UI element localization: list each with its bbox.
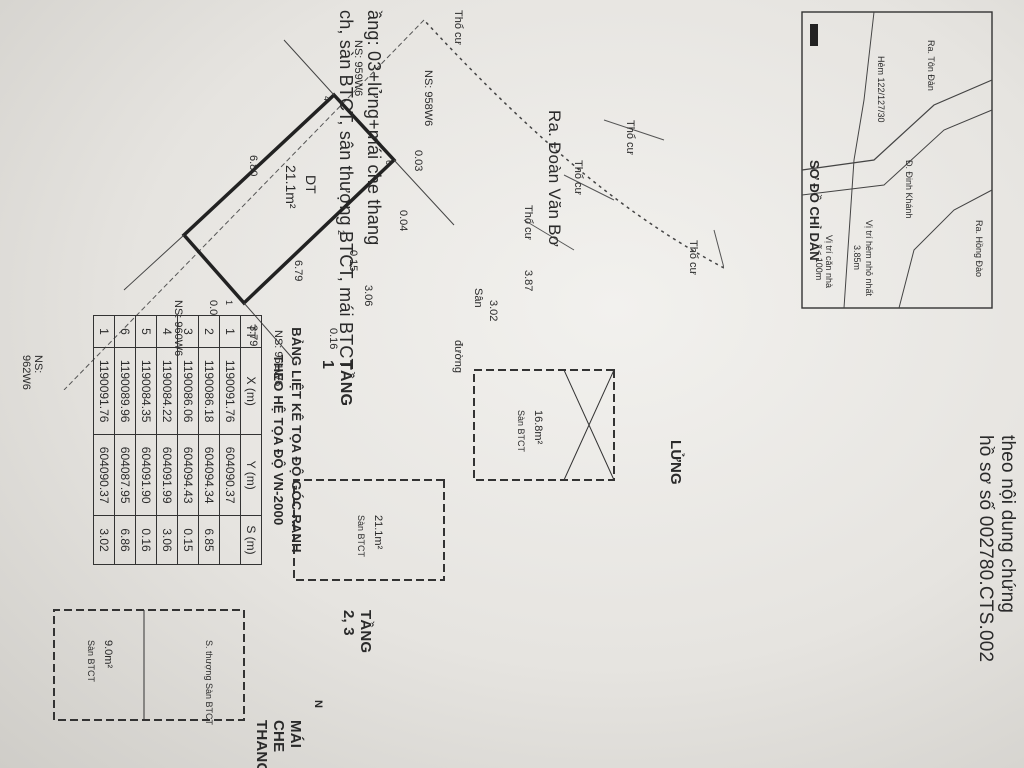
coord-cell-y: 604087.95 bbox=[114, 434, 136, 516]
guide-map-title: SƠ ĐỒ CHỈ DẪN bbox=[807, 160, 822, 261]
dim-003: 0.03 bbox=[412, 150, 424, 172]
neighbor-958: NS: 958W6 bbox=[422, 70, 434, 127]
coord-cell-x: 1190089.96 bbox=[114, 347, 136, 435]
col-tt: TT bbox=[240, 315, 262, 348]
coord-cell-x: 1190084.22 bbox=[156, 347, 178, 435]
alley-width: 3.85m bbox=[852, 245, 862, 271]
dim-004: 0.04 bbox=[397, 210, 409, 232]
tang23-label: TẦNG 2, 3 bbox=[340, 610, 374, 654]
floor-tang23: 21.1m² Sàn BTCT TẦNG 2, 3 bbox=[264, 460, 464, 653]
coord-cell-tt: 4 bbox=[156, 315, 178, 348]
coord-cell-y: 604094.34 bbox=[198, 434, 220, 516]
coord-cell-s: 3.02 bbox=[93, 515, 115, 565]
guide-map-drawing bbox=[801, 11, 993, 309]
north-arrow: N bbox=[312, 700, 324, 708]
header-line1: theo nội dung chứng bbox=[997, 435, 1018, 614]
dim-306: 3.06 bbox=[362, 285, 374, 307]
guide-map: Ra. Hồng Đào Đ. Đinh Khánh Ra. Tôn Đản H… bbox=[799, 10, 994, 310]
coord-table-header: TT X (m) Y (m) S (m) bbox=[240, 315, 262, 565]
col-s: S (m) bbox=[240, 515, 262, 565]
land-use-5: Thổ cư bbox=[452, 10, 464, 45]
area-value: 21.1m² bbox=[283, 165, 299, 209]
mai-label: MÁI CHE THANG bbox=[253, 720, 304, 768]
col-x: X (m) bbox=[240, 347, 262, 435]
dim-302: 3.02 bbox=[487, 300, 499, 322]
coord-table-title-1: BẢNG LIỆT KÊ TỌA ĐỘ GÓC RANH bbox=[289, 327, 304, 553]
coord-cell-y: 604090.37 bbox=[93, 434, 115, 516]
coord-cell-x: 1190086.18 bbox=[198, 347, 220, 435]
mai-area: 9.0m² bbox=[102, 640, 114, 669]
coord-cell-tt: 1 bbox=[219, 315, 241, 348]
coord-cell-y: 604094.43 bbox=[177, 434, 199, 516]
area-label: DT bbox=[303, 175, 319, 194]
house-position: Vị trí căn nhà bbox=[824, 235, 834, 289]
land-use-1: Thổ cư bbox=[624, 120, 636, 155]
coord-table-title-2: THEO HỆ TỌA ĐỘ VN-2000 bbox=[271, 354, 286, 526]
corner-6: 6 bbox=[384, 160, 394, 166]
lung-slab: Sàn BTCT bbox=[516, 410, 526, 453]
tang23-area: 21.1m² bbox=[372, 515, 384, 550]
coord-cell-s: 6.86 bbox=[114, 515, 136, 565]
coord-cell-tt: 6 bbox=[114, 315, 136, 348]
road-dinh-khanh: Đ. Đinh Khánh bbox=[904, 160, 914, 219]
coord-cell-y: 604090.37 bbox=[219, 434, 241, 516]
floor-lung: LỬNG 16.8m² Sàn BTCT bbox=[444, 340, 684, 540]
land-use-2: Thổ cư bbox=[572, 160, 584, 195]
coord-cell-s: 6.85 bbox=[198, 515, 220, 565]
coord-cell-x: 1190084.35 bbox=[135, 347, 157, 435]
header-line2: hồ sơ số 002780.CTS.002 bbox=[975, 435, 996, 663]
coord-cell-s bbox=[219, 515, 241, 565]
tang23-slab: Sàn BTCT bbox=[356, 515, 366, 558]
land-use-4: Thổ cư bbox=[687, 240, 699, 275]
lung-label: LỬNG bbox=[667, 440, 684, 485]
coord-cell-tt: 5 bbox=[135, 315, 157, 348]
dim-679: 6.79 bbox=[292, 260, 304, 282]
mai-slab: Sàn BTCT bbox=[86, 640, 96, 683]
mai-terrace: S. thượng Sàn BTCT bbox=[204, 640, 214, 725]
site-plan: Ra. Đoàn Văn Bơ Thổ cư Thổ cư Thổ cư Thổ… bbox=[0, 0, 724, 406]
road-edge bbox=[424, 20, 724, 268]
yard-label: Sân bbox=[472, 288, 484, 308]
coord-table-block: BẢNG LIỆT KÊ TỌA ĐỘ GÓC RANH THEO HỆ TỌA… bbox=[4, 310, 304, 570]
corner-1: 1 bbox=[224, 300, 234, 306]
dim-387: 3.87 bbox=[522, 270, 534, 292]
coord-cell-s: 0.16 bbox=[135, 515, 157, 565]
coord-cell-s: 3.06 bbox=[156, 515, 178, 565]
coord-cell-y: 604091.90 bbox=[135, 434, 157, 516]
coord-cell-tt: 3 bbox=[177, 315, 199, 348]
description-line1: ầng: 03+lửng+mái che thang bbox=[364, 10, 384, 246]
coord-cell-tt: 2 bbox=[198, 315, 220, 348]
alley-position: Vị trí hẻm nhỏ nhất bbox=[864, 220, 874, 297]
coord-cell-x: 1190091.76 bbox=[93, 347, 115, 435]
dim-680: 6.80 bbox=[247, 155, 259, 177]
coord-cell-s: 0.15 bbox=[177, 515, 199, 565]
alley-label: Hẻm 122/127/30 bbox=[876, 56, 886, 123]
corner-4: 4 bbox=[322, 96, 332, 102]
site-plan-drawing bbox=[0, 0, 724, 390]
description-line2: ch, sàn BTCT, sân thượng BTCT, mái BTCT bbox=[336, 10, 356, 370]
road-ton-dan: Ra. Tôn Đản bbox=[926, 40, 936, 91]
road-name: Ra. Đoàn Văn Bơ bbox=[545, 110, 564, 247]
coord-cell-x: 1190086.06 bbox=[177, 347, 199, 435]
floor-mai: S. thượng Sàn BTCT 9.0m² Sàn BTCT MÁI CH… bbox=[34, 590, 304, 768]
col-y: Y (m) bbox=[240, 434, 262, 516]
coord-cell-x: 1190091.76 bbox=[219, 347, 241, 435]
lung-area: 16.8m² bbox=[532, 410, 544, 445]
road-hong-dao: Ra. Hồng Đào bbox=[974, 220, 984, 278]
land-use-3: Thổ cư bbox=[522, 205, 534, 240]
house-marker bbox=[810, 24, 818, 46]
coord-cell-y: 604091.99 bbox=[156, 434, 178, 516]
coord-cell-tt: 1 bbox=[93, 315, 115, 348]
